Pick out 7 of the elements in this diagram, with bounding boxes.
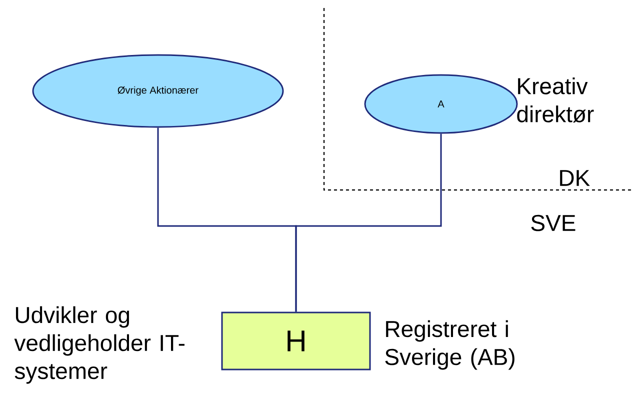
beside-text: Udvikler og vedligeholder IT-systemer — [14, 306, 184, 384]
region-label: DK — [560, 170, 590, 186]
region-label: SVE — [531, 214, 576, 232]
beside-text: Kreativ direktør — [517, 77, 594, 123]
company-box: H — [221, 312, 371, 370]
beside-text: Registreret i Sverige (AB) — [385, 320, 514, 370]
connector-line — [295, 134, 442, 312]
